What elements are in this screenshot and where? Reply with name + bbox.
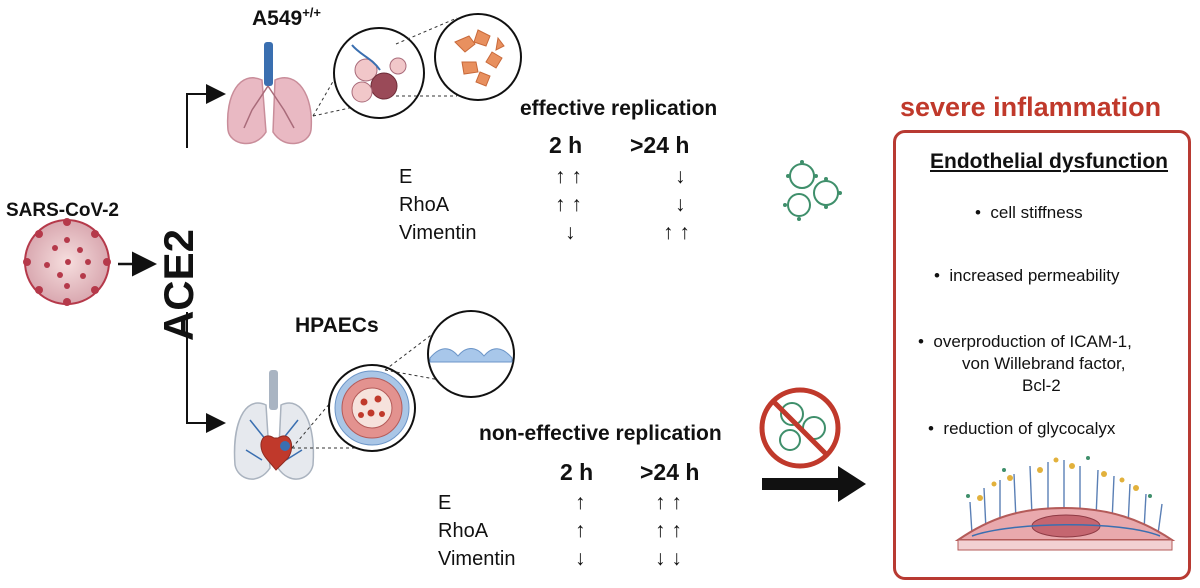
bottom-gene-rhoa: RhoA: [438, 520, 489, 542]
top-gene-e: E: [399, 166, 413, 188]
bullet-overproduction: • overproduction of ICAM-1,: [918, 332, 1132, 351]
bottom-vimentin-24h: ↓ ↓: [655, 547, 682, 570]
top-gene-rhoa: RhoA: [399, 194, 450, 216]
bottom-vimentin-2h: ↓: [575, 547, 586, 570]
a549-label: A549+/+: [252, 5, 321, 31]
bullet-overproduction-line3: Bcl-2: [1022, 376, 1061, 395]
top-vimentin-2h: ↓: [565, 221, 576, 244]
branch-connector: [186, 84, 226, 433]
bullet-text: overproduction of ICAM-1,: [933, 332, 1132, 351]
bottom-replication-title: non-effective replication: [479, 422, 722, 445]
a549-cells-zoom-icon: [395, 13, 522, 101]
bullet-glycocalyx: • reduction of glycocalyx: [928, 419, 1116, 438]
top-replication-title: effective replication: [520, 97, 718, 120]
outcome-arrow: [762, 466, 866, 502]
bullet-permeability: • increased permeability: [934, 266, 1120, 285]
bottom-rhoa-24h: ↑ ↑: [655, 519, 682, 542]
active-virus-icon: [783, 160, 842, 221]
bottom-rhoa-2h: ↑: [575, 519, 586, 542]
blocked-virus-icon: [759, 387, 841, 469]
bottom-gene-e: E: [438, 492, 452, 514]
outcome-heading: Endothelial dysfunction: [930, 150, 1169, 173]
bullet-overproduction-line2: von Willebrand factor,: [962, 354, 1126, 373]
bottom-e-24h: ↑ ↑: [655, 491, 682, 514]
bullet-cell-stiffness: • cell stiffness: [975, 203, 1083, 222]
hpaecs-label: HPAECs: [295, 314, 379, 337]
top-col-2h: 2 h: [549, 132, 583, 158]
top-col-24h: >24 h: [630, 132, 690, 158]
bottom-col-2h: 2 h: [560, 459, 594, 485]
vessel-zoom-icon: [291, 364, 416, 452]
top-rhoa-24h: ↓: [675, 193, 686, 216]
bottom-e-2h: ↑: [575, 491, 586, 514]
outcome-title: severe inflammation: [900, 92, 1162, 122]
bullet-text: cell stiffness: [990, 203, 1083, 222]
glycocalyx-cell-icon: [954, 456, 1176, 551]
a549-superscript: +/+: [302, 5, 321, 20]
endothelial-cells-zoom-icon: [384, 310, 515, 398]
lungs-heart-icon: [233, 370, 315, 480]
sars-cov-2-virus-icon: [23, 218, 111, 306]
lungs-icon: [226, 42, 313, 145]
top-vimentin-24h: ↑ ↑: [663, 221, 690, 244]
bottom-col-24h: >24 h: [640, 459, 700, 485]
top-e-2h: ↑ ↑: [555, 165, 582, 188]
bottom-gene-vimentin: Vimentin: [438, 548, 516, 570]
a549-name: A549: [252, 7, 303, 30]
top-rhoa-2h: ↑ ↑: [555, 193, 582, 216]
alveoli-zoom-icon: [312, 27, 425, 119]
top-gene-vimentin: Vimentin: [399, 222, 477, 244]
outcome-box: [893, 130, 1191, 580]
top-e-24h: ↓: [675, 165, 686, 188]
ace2-text: ACE2: [155, 229, 202, 342]
bullet-text: reduction of glycocalyx: [943, 419, 1116, 438]
bullet-text: increased permeability: [949, 266, 1120, 285]
virus-label: SARS-CoV-2: [6, 200, 119, 221]
